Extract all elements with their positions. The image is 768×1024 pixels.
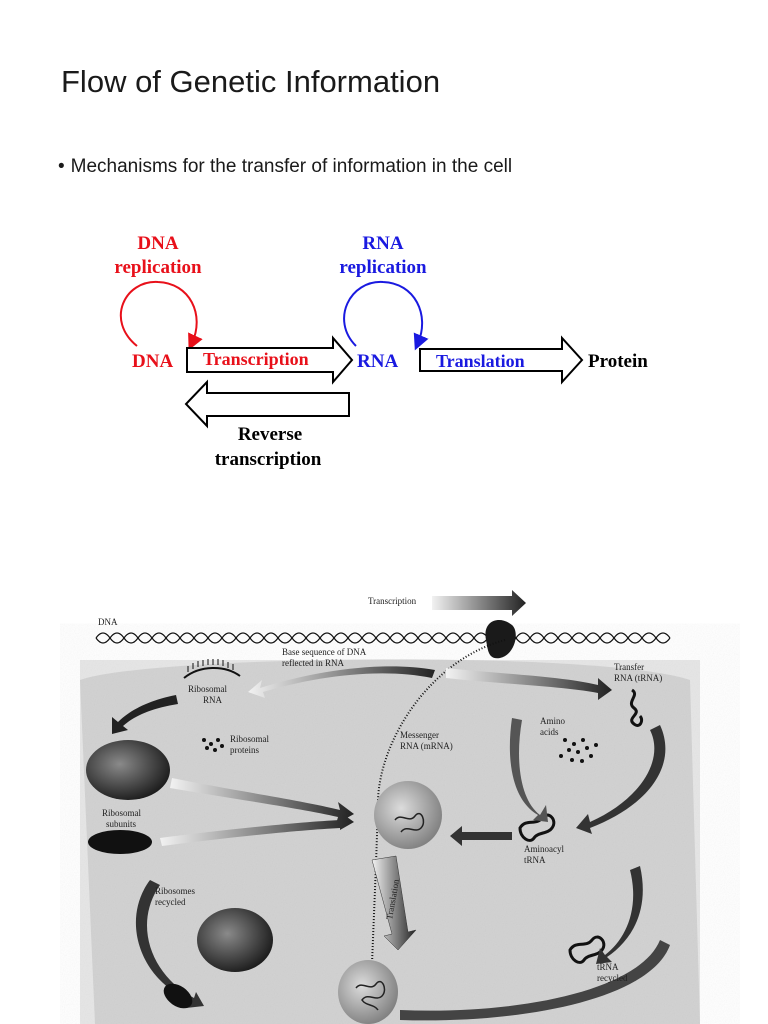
- genetic-flow-diagram: DNA replication RNA replication DNA Tran…: [114, 233, 648, 470]
- fig-aminoacyl-label-2: tRNA: [524, 855, 546, 865]
- rna-replication-loop: [343, 280, 429, 351]
- polypeptide-chain-1: [394, 812, 425, 833]
- trna-recycle-arrow: [596, 866, 643, 964]
- fig-transcription-label: Transcription: [368, 596, 417, 606]
- fig-base-seq-label-2: reflected in RNA: [282, 658, 344, 668]
- aminoacid-arrow: [509, 718, 548, 822]
- ribosome-recycle-arrow: [135, 880, 204, 1008]
- fig-ribosomal-proteins-label-2: proteins: [230, 745, 259, 755]
- to-ribosome-arrow: [112, 695, 178, 734]
- base-sequence-arrow: [248, 666, 435, 698]
- translation-label: Translation: [436, 351, 525, 371]
- aminoacyl-trna: [518, 813, 556, 842]
- cell-protein-synthesis-figure: Transcription DNA Base sequence of DNA r…: [80, 590, 700, 1024]
- dna-strand-2: [95, 632, 671, 644]
- translation-arrow: [419, 335, 584, 385]
- fig-base-seq-label-1: Base sequence of DNA: [282, 647, 367, 657]
- fig-amino-label-2: acids: [540, 727, 559, 737]
- dna-replication-loop: [119, 280, 203, 351]
- fig-recycled-label-1: Ribosomes: [155, 886, 196, 896]
- polypeptide-chain-2: [355, 980, 386, 1011]
- rna-polymerase: [485, 620, 516, 659]
- recycled-large-subunit: [197, 908, 273, 972]
- rna-node: RNA: [357, 351, 398, 372]
- transcription-shaded-arrow: [432, 590, 526, 616]
- fig-ribosomal-rna-label-2: RNA: [203, 695, 223, 705]
- aminoacyl-to-ribosome-arrow: [450, 826, 512, 846]
- fig-dna-label: DNA: [98, 617, 118, 627]
- ribosomal-rna-teeth: [187, 659, 234, 672]
- protein-node: Protein: [588, 351, 648, 372]
- dna-strand-1: [95, 632, 671, 644]
- fig-transfer-label-2: RNA (tRNA): [614, 673, 662, 683]
- small-subunit-arrow: [160, 812, 354, 846]
- fig-ribosomal-proteins-label-1: Ribosomal: [230, 734, 270, 744]
- fig-subunits-label-2: subunits: [106, 819, 137, 829]
- trna-to-aminoacyl-arrow: [576, 725, 666, 834]
- fig-subunits-label-1: Ribosomal: [102, 808, 142, 818]
- fig-trna-recycled-label-2: recycled: [597, 973, 628, 983]
- transcription-arrow: [186, 335, 354, 385]
- fig-ribosomal-rna-label-1: Ribosomal: [188, 684, 228, 694]
- trna-top: [629, 688, 644, 727]
- rna-replication-label-1: RNA: [362, 233, 403, 254]
- ribosomal-protein-dots: [202, 738, 224, 752]
- translating-ribosome-2: [338, 960, 398, 1024]
- rna-replication-label-2: replication: [339, 257, 427, 278]
- to-trna-arrow: [446, 668, 612, 700]
- fig-trna-recycled-label-1: tRNA: [597, 962, 619, 972]
- ribosomal-rna-comb: [183, 667, 241, 679]
- bullet-text: Mechanisms for the transfer of informati…: [70, 156, 513, 177]
- transcription-label: Transcription: [203, 349, 309, 369]
- translating-ribosome-1: [374, 781, 442, 849]
- large-subunit-arrow: [170, 778, 354, 824]
- trna-recycled: [568, 935, 606, 964]
- amino-acid-dots: [559, 738, 598, 763]
- recycled-small-subunit: [163, 983, 193, 1009]
- small-ribosome-subunit: [88, 830, 152, 854]
- fig-amino-label-1: Amino: [540, 716, 566, 726]
- fig-messenger-label-2: RNA (mRNA): [400, 741, 453, 751]
- fig-recycled-label-2: recycled: [155, 897, 186, 907]
- large-ribosome-subunit: [86, 740, 170, 800]
- reverse-transcription-arrow: [184, 379, 350, 429]
- reverse-label-2: transcription: [215, 449, 322, 470]
- fig-transfer-label-1: Transfer: [614, 662, 644, 672]
- dna-node: DNA: [132, 351, 173, 372]
- dna-replication-label-2: replication: [114, 257, 202, 278]
- slide-title: Flow of Genetic Information: [61, 64, 441, 99]
- fig-aminoacyl-label-1: Aminoacyl: [524, 844, 564, 854]
- translation-down-arrow: [371, 855, 417, 951]
- fig-messenger-label-1: Messenger: [400, 730, 439, 740]
- bottom-recycle-arrow: [400, 940, 670, 1021]
- reverse-label-1: Reverse: [238, 424, 302, 445]
- dna-replication-label-1: DNA: [137, 233, 178, 254]
- bullet-point: •Mechanisms for the transfer of informat…: [58, 156, 512, 178]
- bullet-icon: •: [58, 156, 65, 177]
